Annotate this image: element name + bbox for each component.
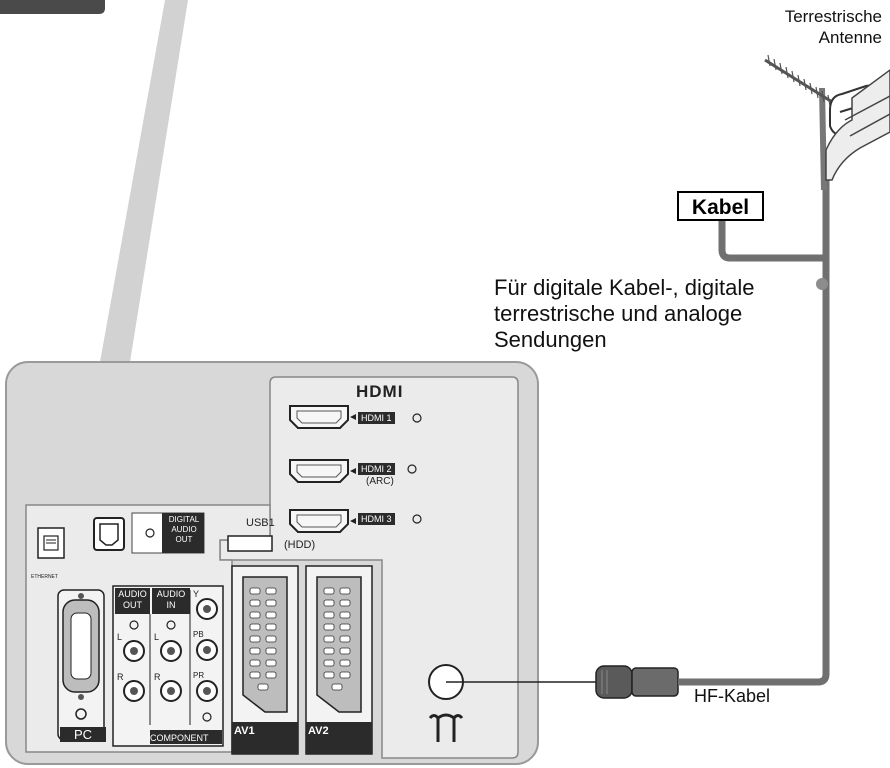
- digital-audio-line1: DIGITAL: [168, 515, 200, 524]
- rca-jack[interactable]: [196, 680, 218, 702]
- y-label: Y: [193, 589, 200, 599]
- audio-out-l-label: L: [117, 632, 123, 642]
- rca-jack[interactable]: [196, 598, 218, 620]
- hdmi2-label: HDMI 2: [358, 463, 395, 475]
- digital-audio-line3: OUT: [175, 535, 193, 544]
- digital-audio-out-port[interactable]: [93, 512, 205, 554]
- hdmi1-label: HDMI 1: [358, 412, 395, 424]
- component-label: COMPONENT: [150, 733, 209, 743]
- audio-in-l-label: L: [154, 632, 160, 642]
- audio-in-label: AUDIO IN: [154, 589, 188, 611]
- kabel-label: Kabel: [677, 191, 764, 221]
- antenna-label-line1: Terrestrische: [784, 7, 882, 26]
- audio-out-r-label: R: [117, 672, 124, 682]
- av1-label: AV1: [234, 725, 255, 737]
- description-line2: terrestrische und analoge: [494, 301, 743, 326]
- hdmi-port-3[interactable]: [289, 509, 349, 533]
- hdmi-port-2[interactable]: [289, 459, 349, 483]
- pc-vga-port[interactable]: [57, 589, 105, 741]
- hdmi2-arc-label: (ARC): [366, 476, 394, 487]
- kabel-branch: [718, 220, 826, 262]
- digital-audio-line2: AUDIO: [171, 525, 197, 534]
- antenna-label: Terrestrische Antenne: [722, 6, 882, 48]
- callout-beam: [100, 0, 188, 362]
- description-line3: Sendungen: [494, 327, 607, 352]
- pc-label: PC: [60, 727, 106, 742]
- callout-box-fragment: [0, 0, 105, 14]
- antenna-label-line2: Antenne: [818, 28, 882, 47]
- audio-out-line2: OUT: [123, 600, 142, 610]
- av2-label: AV2: [308, 725, 329, 737]
- rca-jack[interactable]: [123, 640, 145, 662]
- pb-label: PB: [193, 630, 204, 639]
- audio-in-line1: AUDIO: [156, 589, 186, 599]
- scart-av2-port[interactable]: [305, 565, 373, 755]
- hf-cable: [678, 180, 830, 686]
- rca-jack[interactable]: [160, 680, 182, 702]
- ethernet-port[interactable]: [37, 527, 65, 559]
- signal-description: Für digitale Kabel-, digitale terrestris…: [494, 275, 814, 353]
- usb1-label: USB1: [246, 517, 275, 529]
- audio-out-line1: AUDIO: [118, 589, 147, 599]
- description-line1: Für digitale Kabel-, digitale: [494, 275, 755, 300]
- hdmi3-label: HDMI 3: [358, 513, 395, 525]
- audio-in-r-label: R: [154, 672, 161, 682]
- rca-jack[interactable]: [196, 639, 218, 661]
- hf-plug: [595, 665, 679, 699]
- terrestrial-antenna: [764, 54, 890, 191]
- audio-out-label: AUDIO OUT: [117, 589, 148, 611]
- rca-jack[interactable]: [160, 640, 182, 662]
- audio-in-line2: IN: [166, 600, 176, 610]
- rca-jack[interactable]: [123, 680, 145, 702]
- hdmi-port-1[interactable]: [289, 405, 349, 429]
- usb-port[interactable]: [227, 535, 273, 552]
- ethernet-label: ETHERNET: [31, 574, 58, 580]
- hdmi-logo: HDMI: [356, 382, 404, 401]
- usb-hdd-label: (HDD): [284, 539, 316, 551]
- pr-label: PR: [193, 671, 205, 680]
- hf-cable-label: HF-Kabel: [694, 686, 771, 706]
- scart-av1-port[interactable]: [231, 565, 299, 755]
- digital-audio-out-label: DIGITAL AUDIO OUT: [164, 515, 204, 545]
